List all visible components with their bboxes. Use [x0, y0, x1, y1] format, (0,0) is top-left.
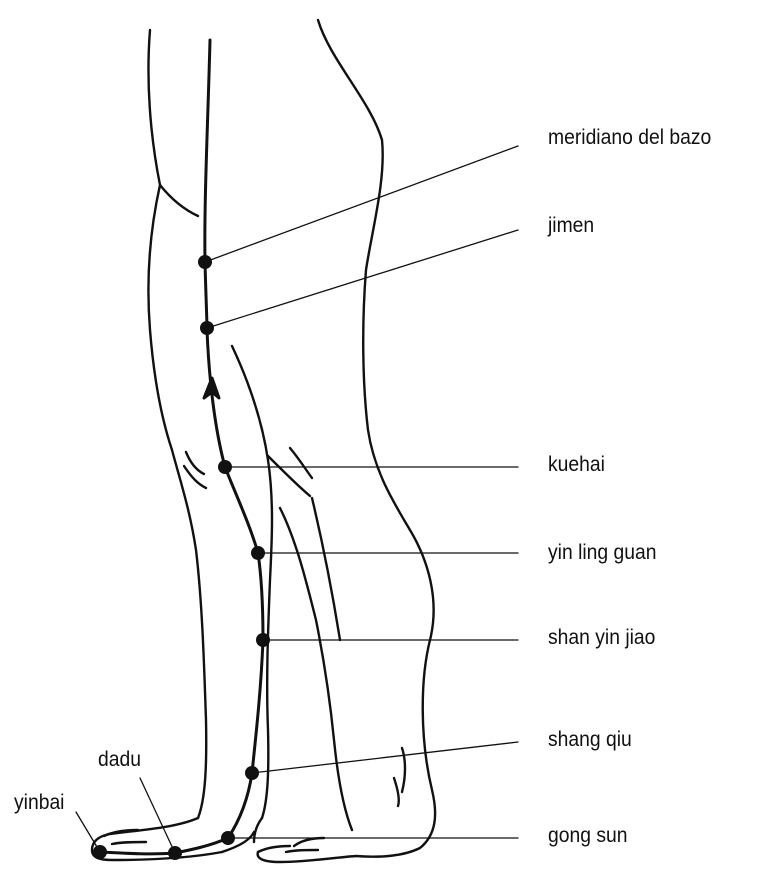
label-jimen: jimen: [548, 215, 594, 236]
label-yinbai: yinbai: [14, 792, 64, 813]
back-leg-outline: [232, 20, 435, 862]
point-jimen-upper: [198, 255, 212, 269]
point-jimen: [200, 321, 214, 335]
spleen-meridian-line: [100, 40, 263, 854]
label-dadu: dadu: [98, 749, 141, 770]
label-gong-sun: gong sun: [548, 825, 628, 846]
label-shang-qiu: shang qiu: [548, 729, 632, 750]
label-yin-ling-guan: yin ling guan: [548, 542, 656, 563]
label-shan-yin-jiao: shan yin jiao: [548, 627, 655, 648]
point-kuehai: [218, 460, 232, 474]
point-dadu: [168, 846, 182, 860]
point-shan-yin-jiao: [256, 633, 270, 647]
point-gong-sun: [221, 831, 235, 845]
label-meridiano-del-bazo: meridiano del bazo: [548, 127, 711, 148]
point-yinbai: [93, 845, 107, 859]
front-leg-outline: [92, 30, 254, 860]
leader-shang-qiu: [252, 742, 518, 773]
leader-lines: [76, 146, 518, 853]
point-shang-qiu: [245, 766, 259, 780]
point-yin-ling-guan: [251, 546, 265, 560]
label-kuehai: kuehai: [548, 454, 605, 475]
